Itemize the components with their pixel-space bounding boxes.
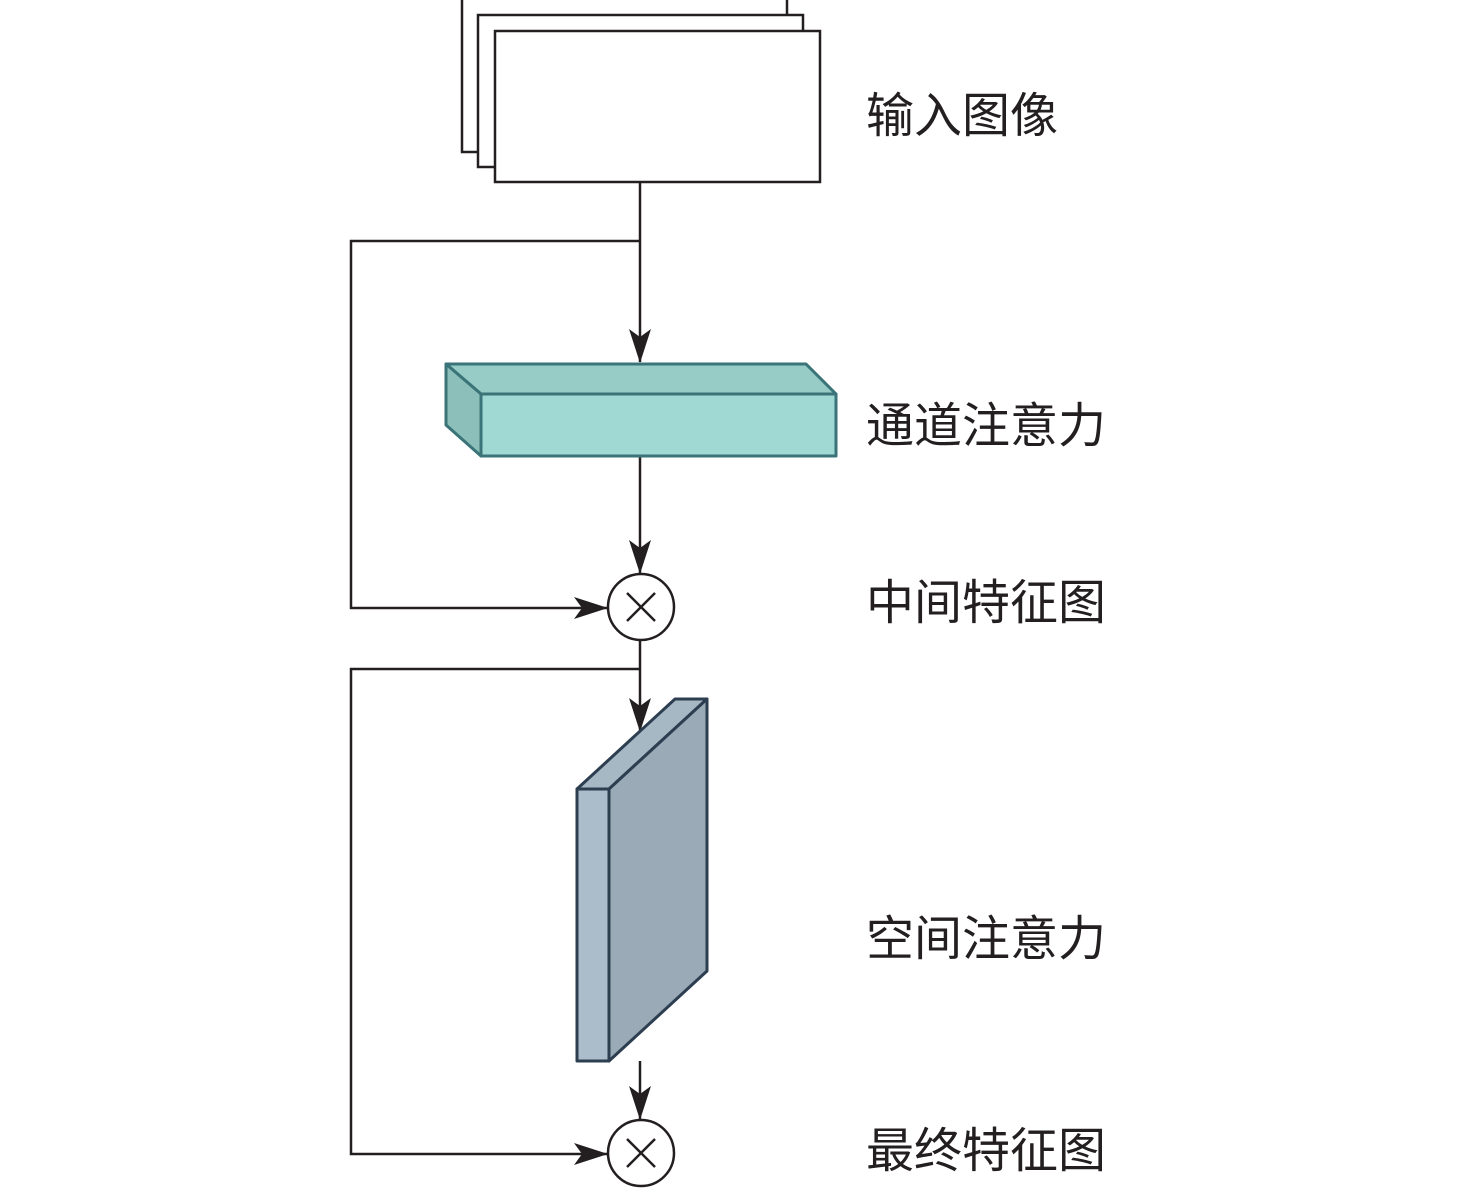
input-image-stack xyxy=(460,0,822,184)
input-image-label: 输入图像 xyxy=(866,88,1059,144)
final-feature-map-label: 最终特征图 xyxy=(866,1123,1107,1179)
multiply-operator-2 xyxy=(606,1118,676,1188)
connectors xyxy=(349,182,651,1165)
channel-attention-label: 通道注意力 xyxy=(866,398,1107,454)
intermediate-feature-map-label: 中间特征图 xyxy=(866,575,1107,631)
multiply-operator-1 xyxy=(606,572,676,642)
spatial-attention-label: 空间注意力 xyxy=(866,911,1107,967)
channel-attention-block xyxy=(444,362,838,458)
spatial-attention-block xyxy=(575,697,709,1063)
